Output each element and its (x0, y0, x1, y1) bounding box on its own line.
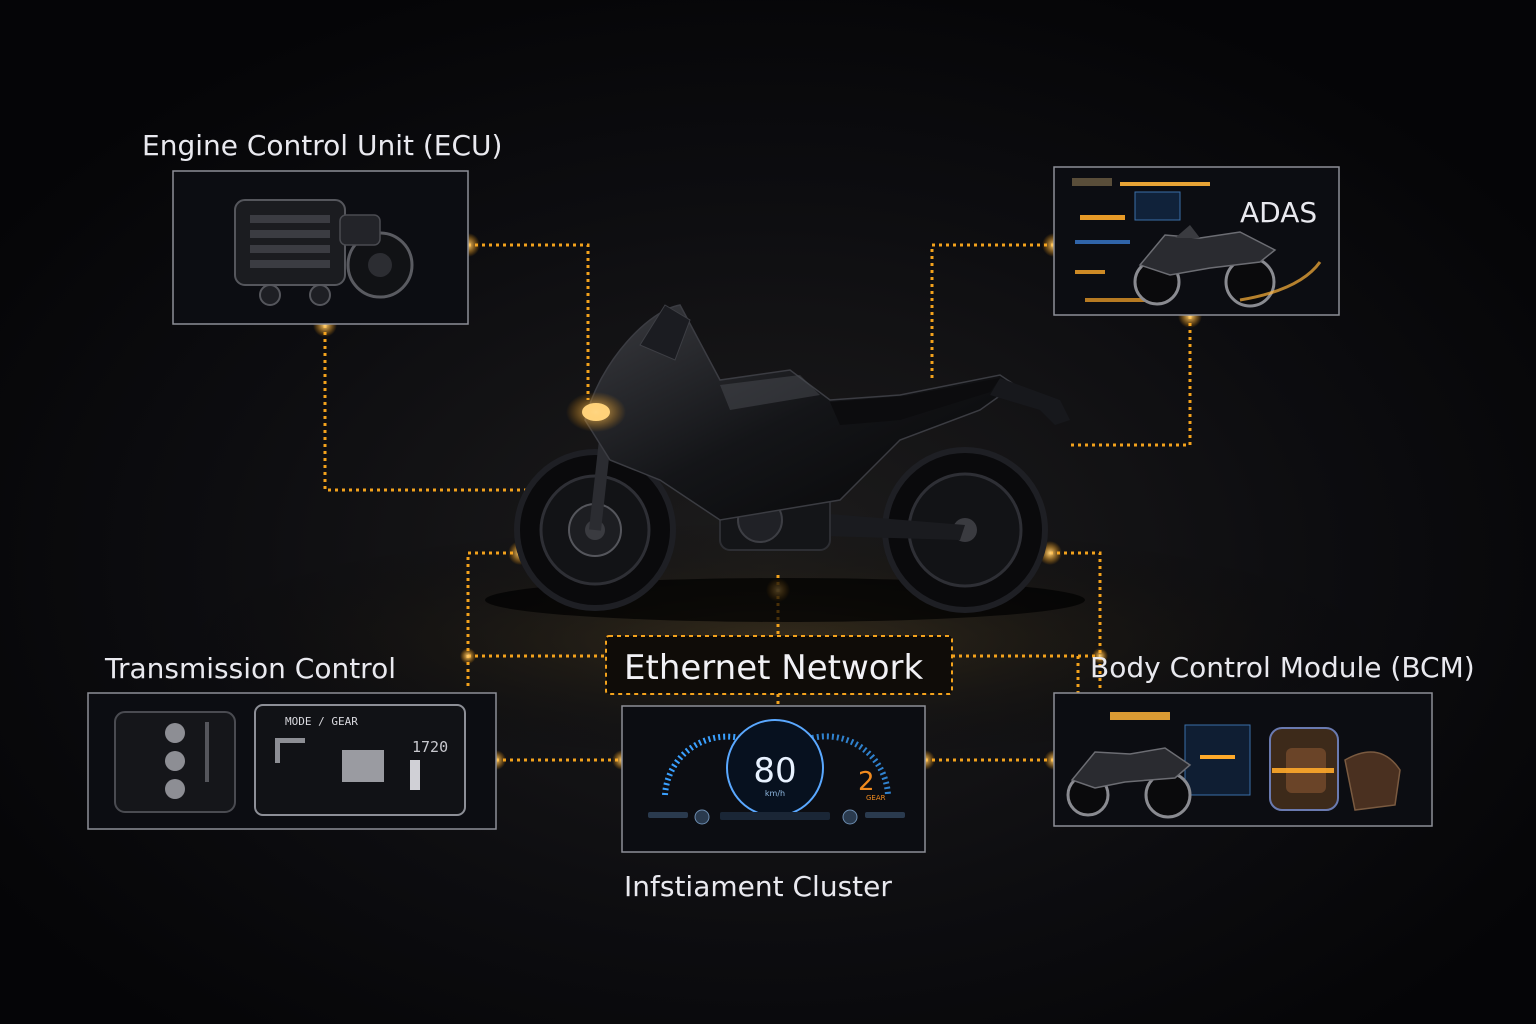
adas-ui-bar (1075, 270, 1105, 274)
transmission-screen-title: MODE / GEAR (285, 715, 358, 728)
motorcycle-icon (485, 304, 1085, 622)
adas-ui-bar (1080, 215, 1125, 220)
adas-label: ADAS (1240, 196, 1317, 229)
ecu-label: Engine Control Unit (ECU) (142, 129, 502, 162)
transmission-panel[interactable]: MODE / GEAR 1720 (87, 692, 497, 830)
bcm-panel[interactable] (1053, 692, 1433, 827)
wire-left-trunk (466, 551, 520, 690)
adas-ui-bar (1120, 182, 1210, 186)
ethernet-box-frame (605, 635, 953, 695)
ethernet-label: Ethernet Network (624, 648, 924, 688)
bcm-ui-screen (1184, 724, 1251, 796)
cluster-speed: 80 (753, 751, 796, 791)
cluster-indicator (842, 809, 858, 825)
adas-ui-bar (1085, 298, 1145, 302)
motorcycle-icon (1066, 747, 1192, 819)
cluster-speed-unit: km/h (765, 789, 785, 798)
cluster-indicator (720, 812, 830, 820)
bcm-ui-bar (1110, 712, 1170, 720)
wire-right-trunk (1050, 551, 1102, 690)
transmission-readout: 1720 (412, 738, 448, 756)
ecu-panel[interactable] (172, 170, 469, 325)
cluster-indicator (694, 809, 710, 825)
engine-icon (234, 199, 414, 306)
seat-icon (1269, 727, 1401, 811)
transmission-screen: MODE / GEAR 1720 (254, 704, 466, 816)
motorcycle-icon (1133, 225, 1277, 308)
cluster-gear-unit: GEAR (866, 794, 886, 802)
adas-ui-bar (1075, 240, 1130, 244)
gearbox-icon (114, 711, 236, 813)
node-glow (460, 648, 476, 664)
adas-ui-bar (1072, 178, 1112, 186)
cluster-indicator (648, 812, 688, 818)
adas-sensor-arc (1239, 261, 1322, 302)
node-glow (1092, 648, 1108, 664)
cluster-panel[interactable]: 80 km/h 2 GEAR (621, 705, 926, 853)
wire-adas-seat (930, 243, 1054, 380)
bcm-ui-bar (1200, 755, 1235, 759)
speedometer-icon: 80 km/h (662, 719, 891, 817)
cluster-indicator (865, 812, 905, 818)
wire-ecu-headlight (468, 243, 590, 400)
wire-adas-tail (1070, 316, 1192, 447)
bcm-label: Body Control Module (BCM) (1090, 651, 1475, 684)
adas-ui-screen (1134, 191, 1181, 221)
ethernet-network-box[interactable]: Ethernet Network (605, 635, 953, 695)
adas-panel[interactable]: ADAS (1053, 166, 1340, 316)
cluster-gear: 2 (858, 767, 875, 797)
connection-wires (323, 243, 1192, 762)
cluster-label: Infstiament Cluster (624, 870, 892, 903)
transmission-label: Transmission Control (104, 652, 396, 685)
